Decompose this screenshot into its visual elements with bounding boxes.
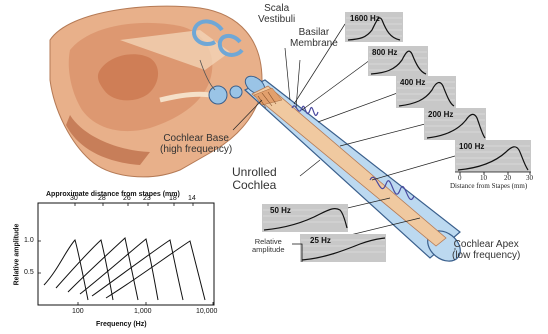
chart-y-label: Relative amplitude [13, 224, 20, 286]
panel-label-25: 25 Hz [310, 236, 331, 245]
chart-x-tick-10000: 10,000 [196, 308, 217, 315]
basilar-membrane-label: Basilar Membrane [290, 28, 338, 49]
panel-label-800: 800 Hz [372, 48, 397, 57]
chart-y-tick-1-0: 1.0 [24, 237, 34, 244]
cochlear-apex-line-1: Cochlear Apex [452, 240, 520, 251]
panel-axis-tick-20: 20 [504, 174, 511, 182]
cochlear-base-line-2: (high frequency) [160, 145, 232, 156]
relative-amplitude-line-2: amplitude [252, 246, 285, 254]
basilar-membrane-line-2: Membrane [290, 39, 338, 50]
panel-label-200: 200 Hz [428, 110, 453, 119]
unrolled-cochlea-line-1: Unrolled [232, 166, 277, 179]
panel-label-1600: 1600 Hz [350, 14, 380, 23]
scala-vestibuli-line-1: Scala [258, 4, 295, 15]
chart-x-label: Frequency (Hz) [96, 321, 147, 328]
panel-label-50: 50 Hz [270, 206, 291, 215]
chart-y-tick-0-5: 0.5 [24, 269, 34, 276]
panel-axis-tick-10: 10 [480, 174, 487, 182]
chart-top-tick-23: 23 [143, 195, 151, 202]
cochlear-base-line-1: Cochlear Base [160, 134, 232, 145]
chart-top-tick-18: 18 [169, 195, 177, 202]
cochlear-base-label: Cochlear Base (high frequency) [160, 134, 232, 155]
unrolled-cochlea-label: Unrolled Cochlea [232, 166, 277, 191]
panel-axis-tick-30: 30 [526, 174, 533, 182]
chart-x-tick-1000: 1,000 [134, 308, 152, 315]
cochlear-apex-line-2: (low frequency) [452, 251, 520, 262]
chart-x-tick-100: 100 [72, 308, 84, 315]
chart-top-tick-28: 28 [98, 195, 106, 202]
tuning-curves [44, 238, 205, 300]
tuning-chart [38, 203, 214, 305]
chart-top-tick-26: 26 [123, 195, 131, 202]
scala-vestibuli-line-2: Vestibuli [258, 15, 295, 26]
relative-amplitude-label: Relative amplitude [252, 238, 285, 254]
chart-top-tick-14: 14 [188, 195, 196, 202]
scala-vestibuli-label: Scala Vestibuli [258, 4, 295, 25]
chart-top-tick-30: 30 [70, 195, 78, 202]
basilar-membrane-line-1: Basilar [290, 28, 338, 39]
panel-label-100: 100 Hz [459, 142, 484, 151]
cochlear-apex-label: Cochlear Apex (low frequency) [452, 240, 520, 261]
chart-top-label: Approximate distance from stapes (mm) [46, 191, 180, 198]
panel-label-400: 400 Hz [400, 78, 425, 87]
panel-axis-tick-0: 0 [458, 174, 462, 182]
panel-axis-label: Distance from Stapes (mm) [450, 182, 527, 190]
unrolled-cochlea-line-2: Cochlea [232, 179, 277, 192]
